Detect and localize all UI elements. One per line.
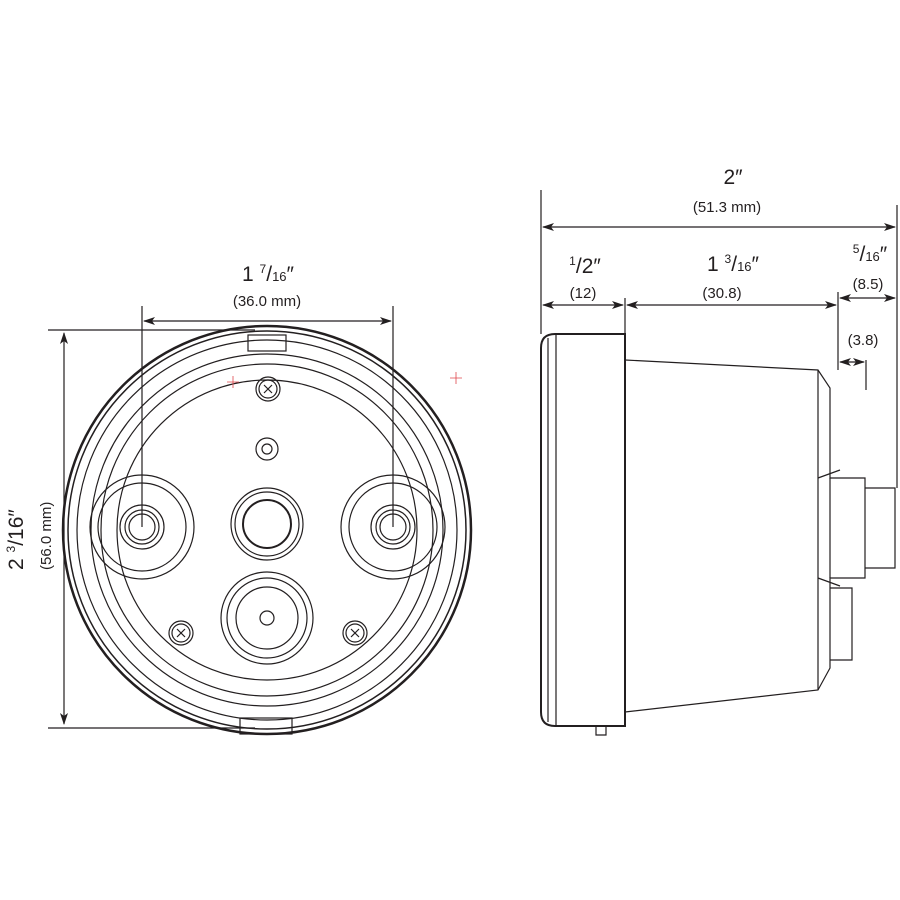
rear-dim-mm: (8.5) <box>852 276 884 293</box>
height-dim-inch: 2 3/16″ <box>4 509 28 570</box>
flange-dim-inch: 1/2″ <box>569 254 601 278</box>
flange-dim-mm: (12) <box>569 285 597 302</box>
height-dim-mm: (56.0 mm) <box>38 501 55 570</box>
lower-port <box>220 571 314 665</box>
screw-bottom-right <box>342 620 368 646</box>
side-view <box>540 190 898 736</box>
center-port <box>230 487 304 561</box>
width-dim-mm: (36.0 mm) <box>232 293 302 310</box>
step-dim-mm: (3.8) <box>847 332 879 349</box>
rear-dim-inch: 5/16″ <box>852 242 888 266</box>
body-dim-mm: (30.8) <box>702 285 742 302</box>
screw-bottom-left <box>168 620 194 646</box>
front-view <box>48 306 473 736</box>
width-dim-inch: 1 7/16″ <box>242 262 294 286</box>
overall-dim-inch: 2″ <box>723 166 743 189</box>
body-dim-inch: 1 3/16″ <box>707 252 759 276</box>
screw-top <box>255 376 281 402</box>
overall-dim-mm: (51.3 mm) <box>692 199 762 216</box>
